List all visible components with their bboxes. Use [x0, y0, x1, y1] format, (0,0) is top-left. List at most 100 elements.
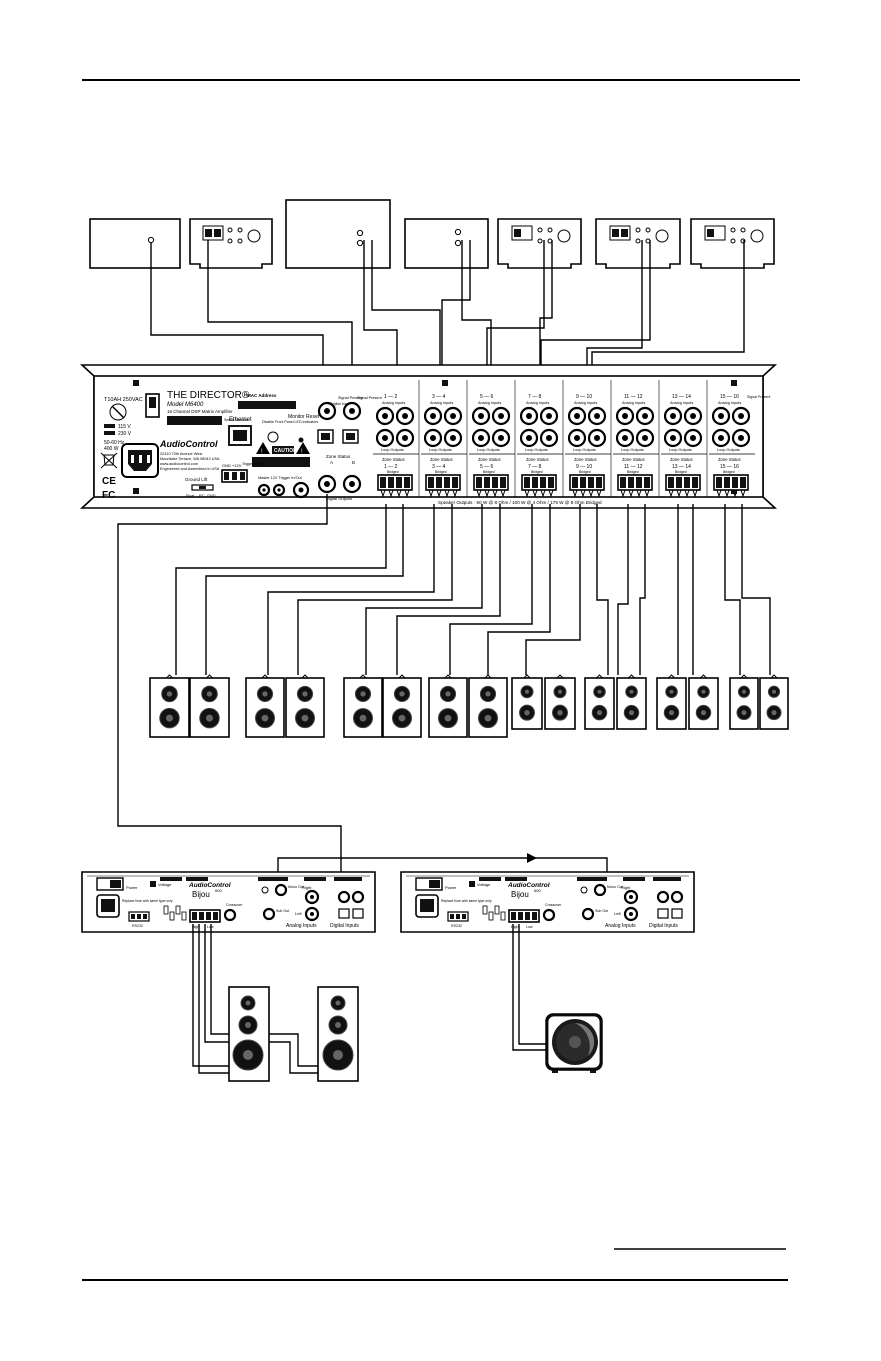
- speaker-terminal: [636, 477, 642, 488]
- driver-center: [165, 714, 174, 722]
- speaker-terminal: [668, 477, 674, 488]
- ce-mark-icon: CE: [102, 476, 116, 487]
- disable-led-button[interactable]: [267, 431, 279, 443]
- zone-channel-pair: 3 — 4: [432, 464, 446, 470]
- optical-input-b[interactable]: [342, 429, 359, 444]
- dip-switch[interactable]: [500, 911, 506, 921]
- voltage-selector[interactable]: [469, 881, 475, 887]
- dip-switch[interactable]: [163, 905, 169, 915]
- dip-switch[interactable]: [181, 911, 187, 921]
- crossover-knob[interactable]: [542, 908, 556, 922]
- fuse-holder[interactable]: [109, 403, 127, 421]
- dip-switch[interactable]: [482, 905, 488, 915]
- digital-channel-b: B: [352, 460, 355, 465]
- driver-center: [741, 710, 747, 716]
- speaker-terminal-mark: [261, 674, 269, 679]
- disable-led-label: Disable Front Panel LED Indicators: [262, 420, 318, 424]
- ground-lift-label: Ground Lift: [185, 477, 208, 482]
- sub-out-jack[interactable]: [581, 907, 595, 921]
- jack-center: [546, 413, 552, 419]
- ethernet-port[interactable]: [228, 425, 252, 446]
- driver-center: [206, 691, 213, 697]
- speaker-terminal-mark: [628, 674, 635, 679]
- optical-input[interactable]: [671, 908, 683, 919]
- speaker-cabinet: [729, 677, 759, 730]
- analog-inputs-label: Analog Inputs: [622, 401, 645, 405]
- voltage-selector[interactable]: [150, 881, 156, 887]
- zone-status-label: Zone Status: [670, 457, 693, 462]
- speaker-terminal-block[interactable]: [425, 474, 461, 491]
- optical-input[interactable]: [352, 908, 364, 919]
- digital-coax-input[interactable]: [670, 890, 684, 904]
- speaker-terminal: [524, 477, 530, 488]
- monitor-reset-button[interactable]: [298, 437, 304, 443]
- mounting-screw: [133, 488, 139, 494]
- digital-coax-input[interactable]: [337, 890, 351, 904]
- speaker-terminal: [476, 477, 482, 488]
- inlet-socket: [101, 899, 115, 912]
- digital-coax-input[interactable]: [656, 890, 670, 904]
- speaker-terminal-block[interactable]: [569, 474, 605, 491]
- sub-out-jack[interactable]: [262, 907, 276, 921]
- digital-coax-input[interactable]: [351, 890, 365, 904]
- speaker-terminal-block[interactable]: [508, 909, 540, 923]
- trigger-input-terminal[interactable]: [221, 469, 248, 483]
- driver-center: [524, 689, 530, 694]
- speaker-terminal-block[interactable]: [377, 474, 413, 491]
- mono-out-jack[interactable]: [593, 883, 607, 897]
- label-plate: [653, 877, 681, 881]
- analog-channel-pair: 11 — 12: [624, 394, 643, 400]
- driver-center: [261, 714, 269, 722]
- wire-ferrule: [620, 489, 626, 498]
- label-plate: [623, 877, 645, 881]
- analog-channel-pair: 5 — 6: [480, 394, 494, 400]
- speaker-terminal-block[interactable]: [189, 909, 221, 923]
- ground-lift-switch[interactable]: [191, 484, 214, 491]
- crossover-knob[interactable]: [223, 908, 237, 922]
- wire-ferrule: [396, 489, 402, 498]
- speaker-terminal: [644, 477, 650, 488]
- subwoofer: [545, 1013, 603, 1073]
- bridged-label: Bridged: [627, 470, 639, 474]
- optical-input[interactable]: [657, 908, 669, 919]
- rs232-label: RS232: [451, 924, 462, 928]
- driver-center: [360, 691, 366, 697]
- speaker-terminal-block[interactable]: [521, 474, 557, 491]
- speaker-terminal: [540, 477, 546, 488]
- zone-channel-pair: 13 — 14: [672, 464, 691, 470]
- wire-ferrule: [532, 489, 538, 498]
- driver-center: [700, 710, 707, 716]
- dip-switch[interactable]: [488, 911, 494, 921]
- mounting-screw: [133, 380, 139, 386]
- wire-ferrule: [740, 489, 746, 498]
- rs232-pin: [131, 914, 135, 919]
- digital-outputs-label: Digital Outputs: [326, 496, 352, 501]
- address-line-1: 22410 70th Avenue West: [160, 452, 203, 456]
- speaker-terminal-block[interactable]: [617, 474, 653, 491]
- speaker-terminal-block[interactable]: [713, 474, 749, 491]
- dip-switch[interactable]: [175, 905, 181, 915]
- mono-out-label: Mono Out: [288, 885, 304, 889]
- analog-inputs-label: Analog Inputs: [286, 923, 317, 929]
- dip-switch[interactable]: [494, 905, 500, 915]
- mounting-screw: [731, 380, 737, 386]
- zone-channel-pair: 11 — 12: [624, 464, 643, 470]
- source-device-5: [497, 218, 582, 269]
- tower-speaker-left: [228, 986, 270, 1082]
- speaker-terminal-block[interactable]: [473, 474, 509, 491]
- dip-switch[interactable]: [169, 911, 175, 921]
- speaker-terminal-block[interactable]: [665, 474, 701, 491]
- speaker-outputs-label: Speaker Outputs · 60 W @ 8 Ohm / 100 W @…: [438, 500, 602, 505]
- zone-speaker-4: [285, 674, 325, 738]
- speaker-terminal: [428, 477, 434, 488]
- address-line-2: Mountlake Terrace, WA 98043 USA: [160, 457, 220, 461]
- optical-input-a[interactable]: [317, 429, 334, 444]
- driver-center: [484, 714, 492, 722]
- iec-power-inlet[interactable]: [121, 443, 159, 478]
- wire-ferrule: [500, 489, 506, 498]
- optical-input[interactable]: [338, 908, 350, 919]
- zone-status-label: Zone Status: [622, 457, 645, 462]
- bridged-label: Bridged: [723, 470, 735, 474]
- mono-out-jack[interactable]: [274, 883, 288, 897]
